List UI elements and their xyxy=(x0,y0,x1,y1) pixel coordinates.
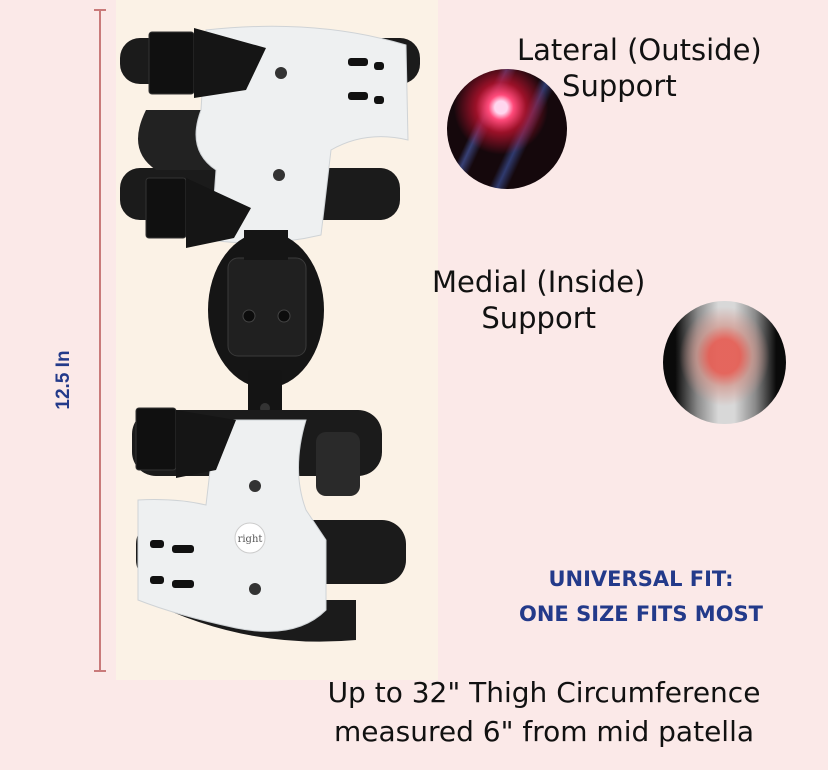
medial-support-title: Medial (Inside) Support xyxy=(432,264,645,336)
medial-title-line1: Medial (Inside) xyxy=(432,265,646,299)
medial-title-line2: Support xyxy=(481,301,596,335)
measurement-line xyxy=(99,10,101,672)
lateral-knee-xray-image xyxy=(447,69,567,189)
sizing-line2: measured 6" from mid patella xyxy=(333,715,755,748)
medial-knee-xray-image xyxy=(663,301,786,424)
sizing-line1: Up to 32" Thigh Circumference xyxy=(327,676,761,709)
knee-brace-image: right xyxy=(120,25,420,642)
lateral-title-line2: Support xyxy=(562,69,677,103)
lateral-support-title: Lateral (Outside) Support xyxy=(517,32,762,104)
measure-cap-bottom xyxy=(94,670,106,672)
lateral-title-line1: Lateral (Outside) xyxy=(517,33,762,67)
sizing-text: Up to 32" Thigh Circumference measured 6… xyxy=(260,673,828,751)
measurement-label: 12.5 In xyxy=(53,350,74,410)
fit-line1: UNIVERSAL FIT: xyxy=(548,567,734,591)
svg-text:right: right xyxy=(238,534,263,545)
fit-line2: ONE SIZE FITS MOST xyxy=(518,602,764,626)
universal-fit-text: UNIVERSAL FIT: ONE SIZE FITS MOST xyxy=(471,562,811,632)
